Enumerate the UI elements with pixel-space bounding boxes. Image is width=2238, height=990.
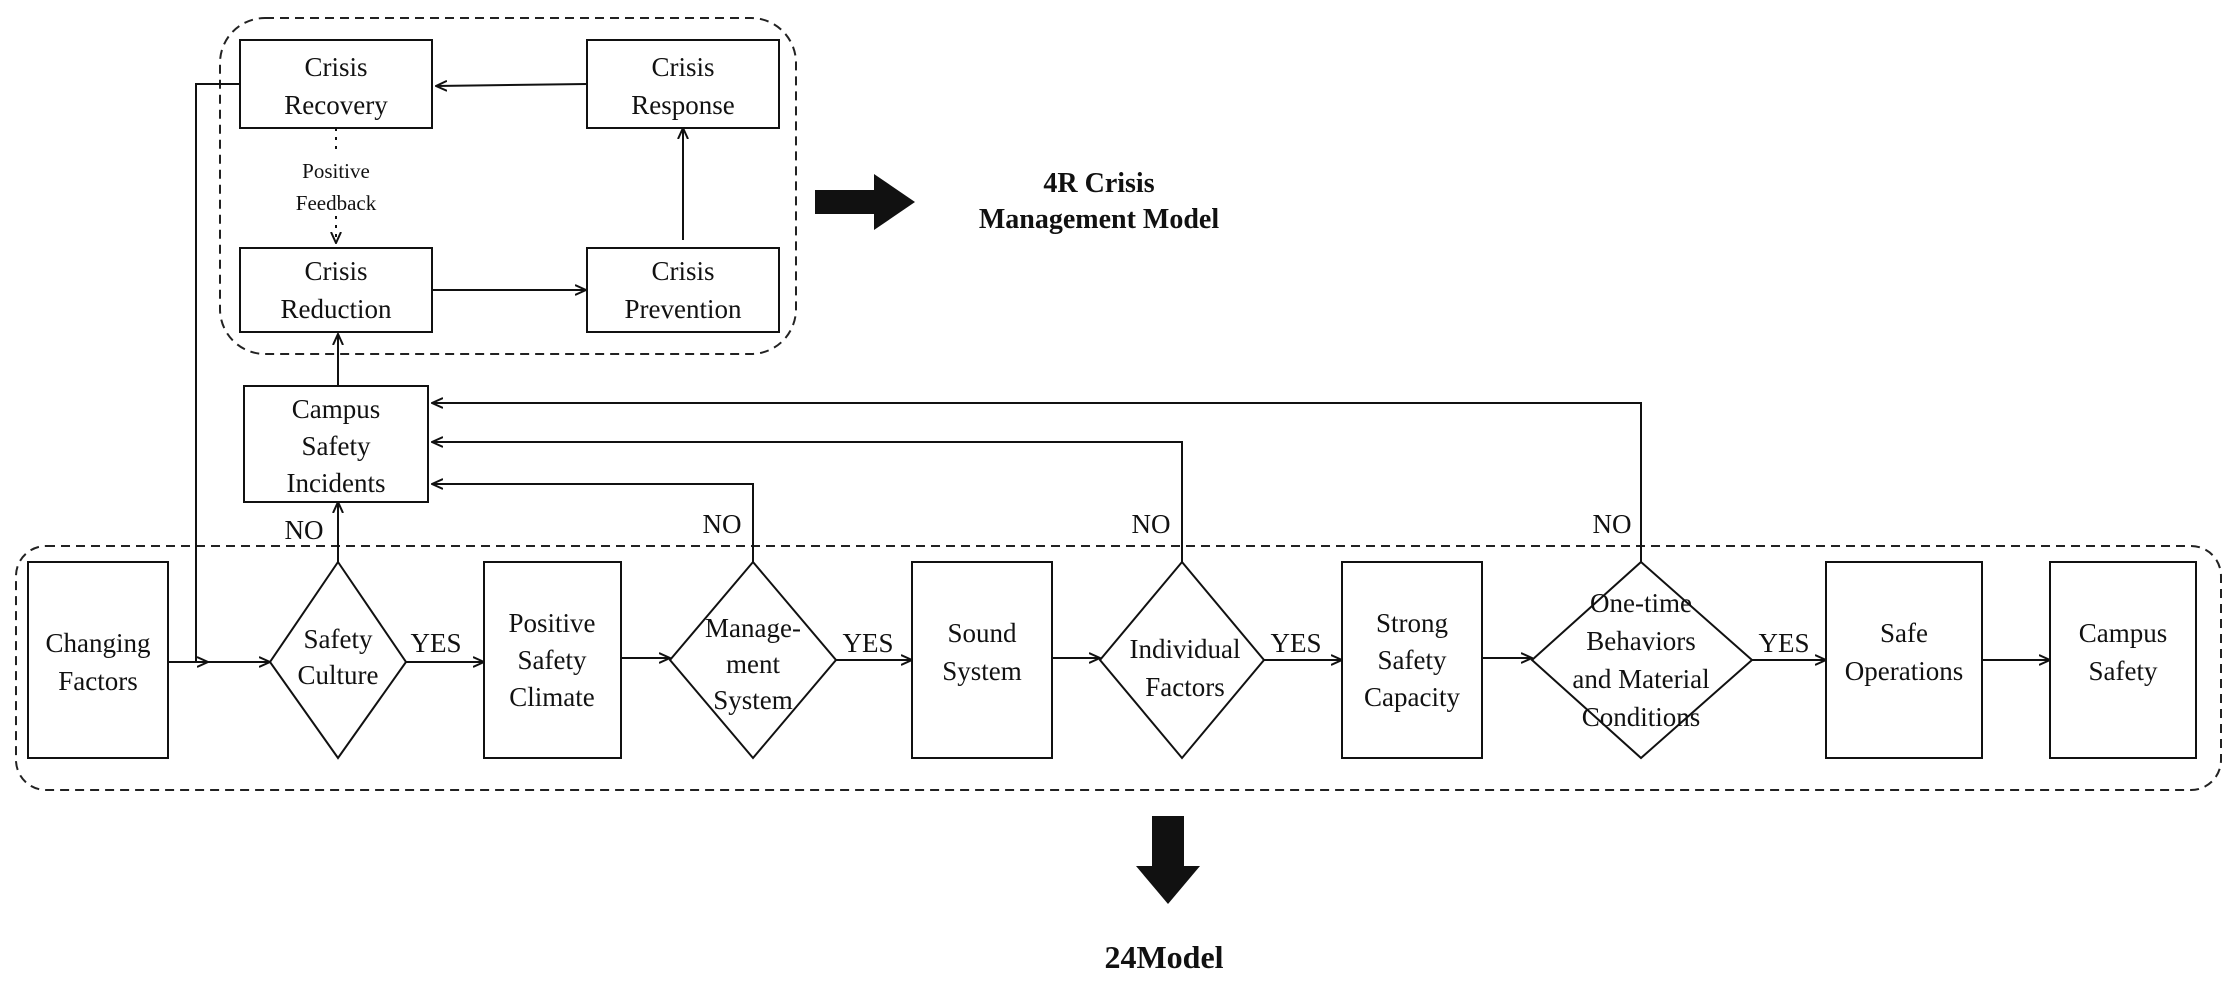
model-24-title: 24Model [1104,939,1223,975]
no-label-individual: NO [1132,509,1171,539]
yes-label-culture: YES [410,628,461,658]
edge-onetime-incidents [432,403,1642,562]
no-label-culture: NO [285,515,324,545]
yes-label-onetime: YES [1758,628,1809,658]
edge-recovery-flow [195,83,240,662]
yes-label-management: YES [842,628,893,658]
block-arrow-right [815,174,915,230]
crisis-cycle-group [219,17,797,355]
yes-label-individual: YES [1270,628,1321,658]
no-label-management: NO [703,509,742,539]
block-arrow-down [1136,816,1200,904]
edge-management-incidents [432,484,754,562]
edges [168,84,2050,662]
safety-flow-group [15,545,2222,791]
edge-individual-incidents [432,442,1183,562]
edge-response-recovery [436,84,588,86]
no-label-onetime: NO [1593,509,1632,539]
